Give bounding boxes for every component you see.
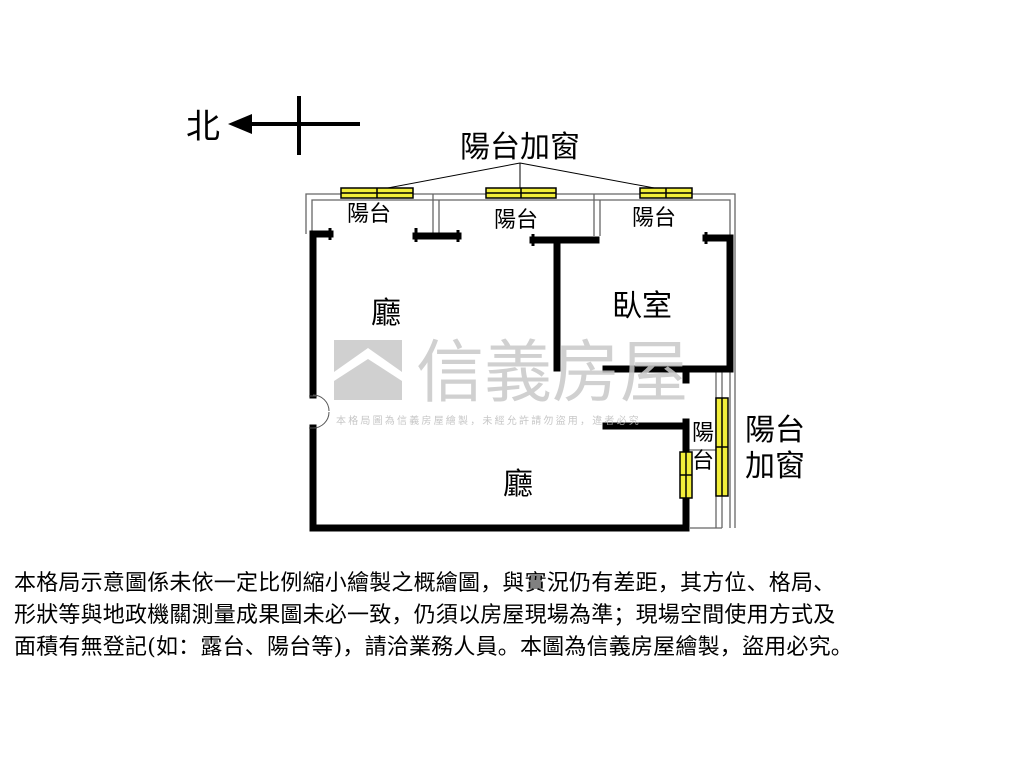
room-label-bedroom: 臥室 [612, 289, 672, 324]
window-side-inner [679, 451, 693, 499]
north-label: 北 [186, 107, 220, 147]
watermark-notice: 本格局圖為信義房屋繪製，未經允許請勿盜用，違者必究 [336, 414, 641, 427]
walls [309, 230, 734, 532]
room-label-balcony-3: 陽台 [632, 206, 676, 231]
window-side-right [715, 397, 729, 497]
watermark: 信義房屋 本格局圖為信義房屋繪製，未經允許請勿盜用，違者必究 [334, 334, 688, 427]
balcony-window-callout-side-1: 陽台 [745, 413, 805, 448]
window-top-2 [485, 187, 557, 199]
disclaimer-line-3: 面積有無登記(如：露台、陽台等)，請洽業務人員。本圖為信義房屋繪製，盜用必究。 [14, 635, 853, 660]
balcony-window-callout-side-2: 加窗 [745, 449, 805, 484]
room-label-balcony-1: 陽台 [347, 202, 391, 227]
floor-plan: 北 陽台加窗 [186, 96, 805, 532]
room-label-balcony-side-1: 陽 [692, 421, 714, 446]
balcony-windows [340, 187, 729, 499]
window-top-1 [340, 187, 414, 199]
watermark-logo-icon [334, 340, 402, 400]
entry-door [309, 394, 330, 429]
room-label-living-upper: 廳 [371, 296, 401, 331]
watermark-brand: 信義房屋 [416, 334, 688, 413]
north-arrow-icon [228, 96, 360, 155]
room-label-balcony-2: 陽台 [494, 208, 538, 233]
disclaimer-line-2: 形狀等與地政機關測量成果圖未必一致，仍須以房屋現場為準；現場空間使用方式及 [14, 603, 836, 628]
balcony-window-callout-top: 陽台加窗 [460, 130, 580, 165]
window-top-3 [639, 187, 693, 199]
callout-lines [376, 162, 666, 191]
room-label-balcony-side-2: 台 [692, 449, 714, 474]
disclaimer: 本格局示意圖係未依一定比例縮小繪製之概繪圖，與實況仍有差距，其方位、格局、 形狀… [14, 568, 1014, 664]
wall-ticks [328, 228, 708, 246]
disclaimer-line-1: 本格局示意圖係未依一定比例縮小繪製之概繪圖，與實況仍有差距，其方位、格局、 [14, 571, 836, 596]
room-label-living-lower: 廳 [503, 467, 533, 502]
